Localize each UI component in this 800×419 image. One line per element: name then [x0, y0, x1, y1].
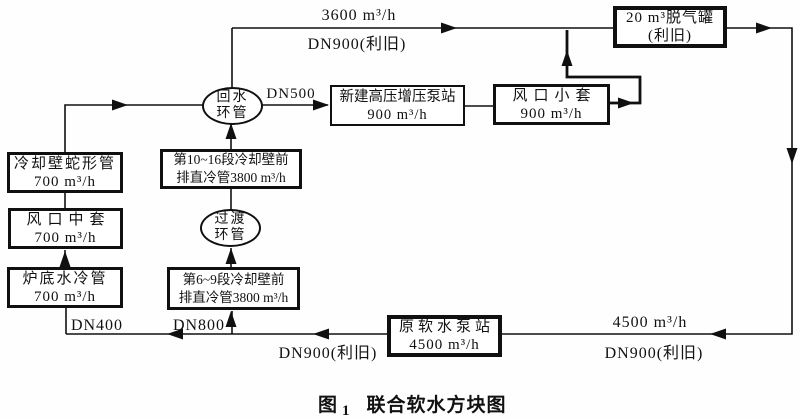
label-bottom-pipe-spec: DN900(利旧): [278, 345, 378, 362]
node-transition-ring: 过渡 环管: [200, 209, 261, 247]
node-label: 新建高压增压泵站: [339, 88, 456, 105]
node-raw-soft-water-pump-station: 原软水泵站 4500 m³/h: [387, 315, 502, 357]
label-dn800: DN800: [172, 317, 226, 334]
node-label: 风口中套: [26, 211, 111, 228]
label-dn500: DN500: [266, 86, 316, 102]
label-top-flow-rate: 3600 m³/h: [321, 7, 397, 24]
figure-caption-fig: 图: [318, 395, 339, 416]
node-flow-value: 4500 m³/h: [409, 337, 480, 353]
node-return-water-ring: 回水 环管: [202, 87, 263, 125]
label-right-pipe-spec: DN900(利旧): [604, 345, 704, 362]
node-tuyere-middle-sleeve: 风口中套 700 m³/h: [8, 208, 123, 249]
node-label: 环管: [216, 106, 249, 121]
label-top-pipe-spec: DN900(利旧): [307, 36, 407, 53]
node-flow-value: 700 m³/h: [33, 173, 97, 190]
node-label: 20 m³脱气罐: [626, 10, 714, 26]
node-label: 过渡: [214, 212, 247, 227]
node-stave-6-9-direct-cooling: 第6~9段冷却壁前 排直冷管3800 m³/h: [167, 267, 300, 310]
node-label: 炉底水冷管: [22, 270, 108, 287]
node-label: 第6~9段冷却壁前: [182, 271, 285, 287]
node-flow-value: 排直冷管3800 m³/h: [178, 289, 289, 305]
node-label: 冷却壁蛇形管: [13, 155, 116, 172]
figure-caption-title: 联合软水方块图: [366, 395, 507, 416]
node-label: 回水: [216, 90, 249, 105]
node-flow-value: 700 m³/h: [34, 229, 97, 246]
node-flow-value: 700 m³/h: [33, 288, 97, 305]
label-right-flow-rate: 4500 m³/h: [612, 314, 688, 331]
node-label: 风口小套: [512, 87, 597, 104]
node-stave-10-16-direct-cooling: 第10~16段冷却壁前 排直冷管3800 m³/h: [160, 149, 302, 189]
node-flow-value: 排直冷管3800 m³/h: [176, 170, 286, 185]
node-label: 原软水泵站: [398, 319, 494, 335]
node-status: (利旧): [648, 28, 692, 44]
node-flow-value: 900 m³/h: [367, 106, 428, 123]
node-label: 环管: [214, 228, 247, 243]
node-tuyere-small-sleeve: 风口小套 900 m³/h: [493, 84, 610, 125]
node-flow-value: 900 m³/h: [520, 105, 583, 122]
node-label: 第10~16段冷却壁前: [173, 152, 289, 167]
figure-caption-number: 1: [342, 403, 351, 419]
node-stave-serpentine-pipe: 冷却壁蛇形管 700 m³/h: [7, 152, 123, 193]
flow-arrowheads: [59, 22, 798, 340]
node-new-hp-booster-pump-station: 新建高压增压泵站 900 m³/h: [330, 85, 465, 126]
node-hearth-water-cooling-pipe: 炉底水冷管 700 m³/h: [7, 267, 123, 308]
node-degasser-tank: 20 m³脱气罐 (利旧): [613, 6, 727, 48]
label-dn400: DN400: [70, 317, 124, 334]
